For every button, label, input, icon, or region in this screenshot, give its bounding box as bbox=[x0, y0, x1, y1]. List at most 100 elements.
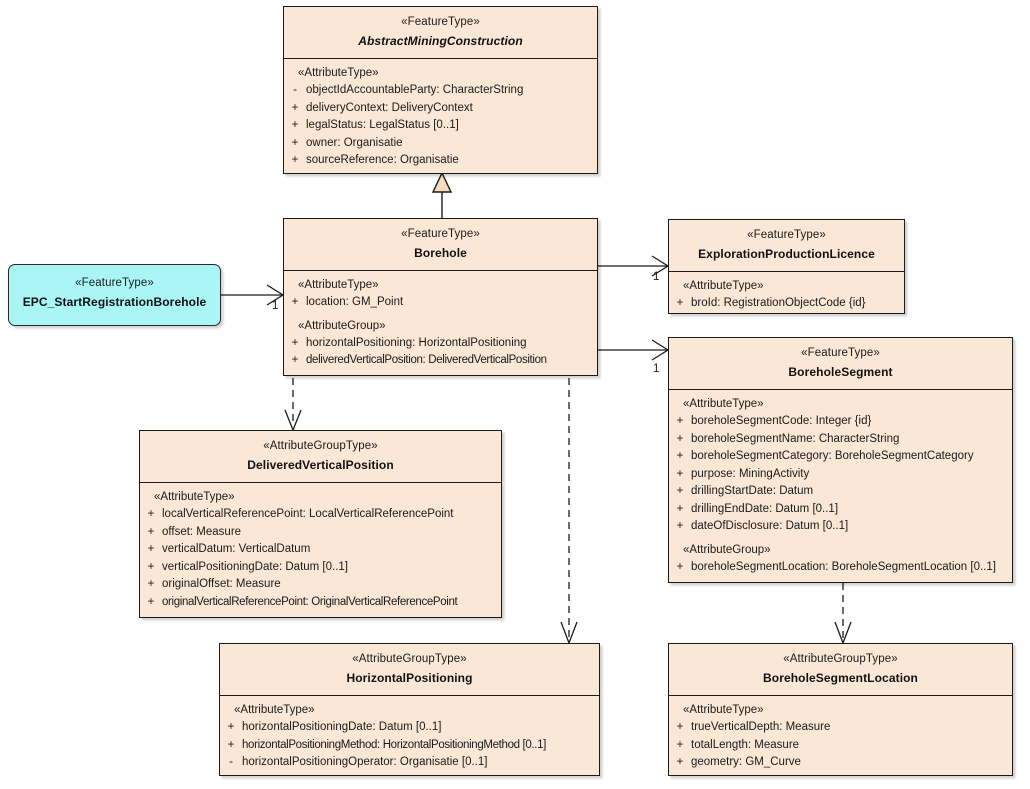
class-name: BoreholeSegment bbox=[788, 364, 893, 379]
class-name: ExplorationProductionLicence bbox=[698, 246, 875, 261]
attribute-row: + drillingEndDate: Datum [0..1] bbox=[669, 501, 1012, 518]
attribute-row: + drillingStartDate: Datum bbox=[669, 483, 1012, 500]
attribute-visibility: + bbox=[676, 502, 684, 515]
attribute-text: boreholeSegmentCode: Integer {id} bbox=[691, 415, 872, 428]
attribute-row: + purpose: MiningActivity bbox=[669, 466, 1012, 483]
attribute-row: + owner: Organisatie bbox=[284, 135, 597, 152]
class-name: EPC_StartRegistrationBorehole bbox=[22, 294, 207, 309]
attribute-row: + location: GM_Point bbox=[284, 294, 597, 311]
class-name: Borehole bbox=[414, 245, 467, 260]
attribute-visibility: + bbox=[676, 432, 684, 445]
class-body-explorationproductionlicence: «AttributeType» + broId: RegistrationObj… bbox=[669, 272, 904, 313]
class-header-boreholesegment: «FeatureType» BoreholeSegment bbox=[669, 338, 1012, 391]
class-body-borehole: «AttributeType» + location: GM_Point «At… bbox=[284, 271, 597, 375]
class-epc-startregistrationborehole[interactable]: «FeatureType» EPC_StartRegistrationBoreh… bbox=[8, 264, 221, 326]
class-horizontalpositioning[interactable]: «AttributeGroupType» HorizontalPositioni… bbox=[219, 643, 600, 776]
attribute-text: legalStatus: LegalStatus [0..1] bbox=[306, 119, 459, 132]
class-stereotype: «FeatureType» bbox=[401, 228, 480, 240]
class-boreholesegmentlocation[interactable]: «AttributeGroupType» BoreholeSegmentLoca… bbox=[668, 643, 1013, 776]
class-header-deliveredverticalposition: «AttributeGroupType» DeliveredVerticalPo… bbox=[140, 431, 501, 484]
attribute-row: + geometry: GM_Curve bbox=[669, 754, 1012, 771]
attribute-visibility: + bbox=[676, 756, 684, 769]
compartment-group-label: «AttributeType» bbox=[683, 280, 764, 293]
class-name: DeliveredVerticalPosition bbox=[247, 457, 394, 472]
attribute-visibility: + bbox=[676, 450, 684, 463]
attribute-text: drillingEndDate: Datum [0..1] bbox=[691, 502, 839, 515]
attribute-text: boreholeSegmentLocation: BoreholeSegment… bbox=[691, 560, 996, 573]
attribute-text: owner: Organisatie bbox=[306, 136, 403, 149]
attribute-text: broId: RegistrationObjectCode {id} bbox=[691, 297, 866, 310]
attribute-row: + originalVerticalReferencePoint: Origin… bbox=[140, 594, 501, 611]
attribute-text: originalOffset: Measure bbox=[162, 578, 281, 591]
compartment-group-label: «AttributeGroup» bbox=[683, 543, 771, 556]
class-body-abstractminingconstruction: «AttributeType» - objectIdAccountablePar… bbox=[284, 59, 597, 173]
attribute-visibility: + bbox=[147, 543, 155, 556]
attribute-text: horizontalPositioningOperator: Organisat… bbox=[242, 756, 488, 769]
association-borehole-to-boreholesegment bbox=[598, 339, 670, 361]
attribute-row: + horizontalPositioning: HorizontalPosit… bbox=[284, 335, 597, 352]
attribute-row: + boreholeSegmentName: CharacterString bbox=[669, 431, 1012, 448]
attribute-visibility: + bbox=[676, 415, 684, 428]
class-deliveredverticalposition[interactable]: «AttributeGroupType» DeliveredVerticalPo… bbox=[139, 430, 502, 618]
attribute-row: + horizontalPositioningMethod: Horizonta… bbox=[220, 737, 599, 754]
attribute-text: verticalDatum: VerticalDatum bbox=[162, 543, 311, 556]
attribute-text: sourceReference: Organisatie bbox=[306, 154, 459, 167]
attribute-row: + deliveredVerticalPosition: DeliveredVe… bbox=[284, 352, 597, 369]
attribute-visibility: + bbox=[147, 525, 155, 538]
compartment-group-label: «AttributeType» bbox=[298, 279, 379, 292]
attribute-text: boreholeSegmentName: CharacterString bbox=[691, 432, 900, 445]
attribute-row: + legalStatus: LegalStatus [0..1] bbox=[284, 117, 597, 134]
attribute-row: + deliveryContext: DeliveryContext bbox=[284, 100, 597, 117]
class-stereotype: «AttributeGroupType» bbox=[783, 653, 898, 665]
attribute-row: + trueVerticalDepth: Measure bbox=[669, 719, 1012, 736]
attribute-visibility: + bbox=[676, 520, 684, 533]
attribute-row: + broId: RegistrationObjectCode {id} bbox=[669, 295, 904, 312]
class-explorationproductionlicence[interactable]: «FeatureType» ExplorationProductionLicen… bbox=[668, 219, 905, 314]
attribute-visibility: + bbox=[676, 738, 684, 751]
attribute-text: offset: Measure bbox=[162, 525, 242, 538]
attribute-row: + horizontalPositioningDate: Datum [0..1… bbox=[220, 719, 599, 736]
attribute-visibility: + bbox=[291, 296, 299, 309]
attribute-text: deliveredVerticalPosition: DeliveredVert… bbox=[306, 354, 547, 367]
multiplicity-borehole-to-segment: 1 bbox=[653, 363, 660, 375]
attribute-visibility: + bbox=[227, 721, 235, 734]
attribute-visibility: + bbox=[291, 119, 299, 132]
class-body-boreholesegmentlocation: «AttributeType» + trueVerticalDepth: Mea… bbox=[669, 696, 1012, 775]
compartment-group-label: «AttributeType» bbox=[298, 67, 379, 80]
attribute-visibility: + bbox=[291, 336, 299, 349]
class-body-boreholesegment: «AttributeType» + boreholeSegmentCode: I… bbox=[669, 390, 1012, 582]
attribute-visibility: + bbox=[291, 154, 299, 167]
attribute-visibility: + bbox=[291, 101, 299, 114]
attribute-visibility: + bbox=[676, 560, 684, 573]
generalization-borehole-to-abstractminingconstruction bbox=[431, 171, 453, 218]
class-header-boreholesegmentlocation: «AttributeGroupType» BoreholeSegmentLoca… bbox=[669, 644, 1012, 697]
class-boreholesegment[interactable]: «FeatureType» BoreholeSegment «Attribute… bbox=[668, 337, 1013, 583]
attribute-text: dateOfDisclosure: Datum [0..1] bbox=[691, 520, 849, 533]
attribute-row: + dateOfDisclosure: Datum [0..1] bbox=[669, 518, 1012, 535]
attribute-visibility: + bbox=[291, 136, 299, 149]
attribute-text: deliveryContext: DeliveryContext bbox=[306, 101, 473, 114]
compartment-group-label: «AttributeType» bbox=[683, 398, 764, 411]
attribute-row: + verticalPositioningDate: Datum [0..1] bbox=[140, 559, 501, 576]
class-header-borehole: «FeatureType» Borehole bbox=[284, 219, 597, 272]
attribute-visibility: + bbox=[676, 297, 684, 310]
attribute-text: verticalPositioningDate: Datum [0..1] bbox=[162, 560, 349, 573]
class-stereotype: «AttributeGroupType» bbox=[263, 440, 378, 452]
attribute-visibility: + bbox=[147, 508, 155, 521]
class-name: BoreholeSegmentLocation bbox=[763, 670, 918, 685]
attribute-visibility: + bbox=[291, 354, 299, 367]
attribute-row: - horizontalPositioningOperator: Organis… bbox=[220, 754, 599, 771]
class-header-abstractminingconstruction: «FeatureType» AbstractMiningConstruction bbox=[284, 7, 597, 60]
class-borehole[interactable]: «FeatureType» Borehole «AttributeType» +… bbox=[283, 218, 598, 376]
attribute-text: objectIdAccountableParty: CharacterStrin… bbox=[306, 84, 524, 97]
attribute-visibility: + bbox=[227, 738, 235, 751]
multiplicity-epc-to-borehole: 1 bbox=[272, 300, 279, 312]
class-name: HorizontalPositioning bbox=[346, 670, 473, 685]
class-body-deliveredverticalposition: «AttributeType» + localVerticalReference… bbox=[140, 483, 501, 617]
dependency-boreholesegment-to-boreholesegmentlocation bbox=[834, 583, 852, 645]
class-abstractminingconstruction[interactable]: «FeatureType» AbstractMiningConstruction… bbox=[283, 6, 598, 174]
class-header-explorationproductionlicence: «FeatureType» ExplorationProductionLicen… bbox=[669, 220, 904, 273]
attribute-text: purpose: MiningActivity bbox=[691, 467, 810, 480]
class-stereotype: «FeatureType» bbox=[747, 229, 826, 241]
